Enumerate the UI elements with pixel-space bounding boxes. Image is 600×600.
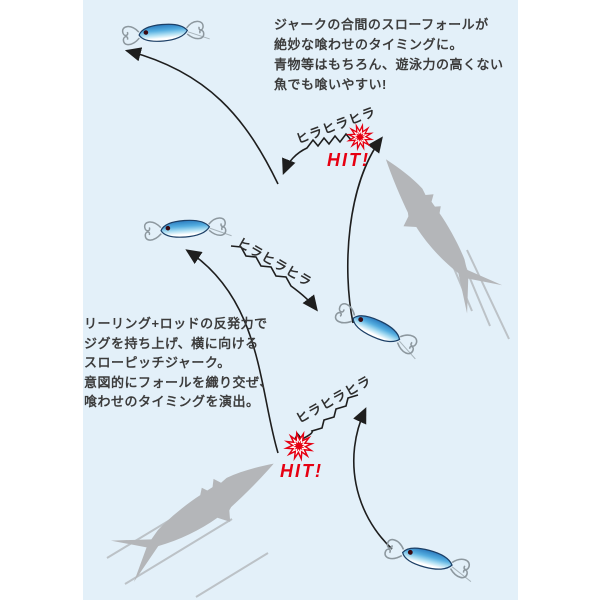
lift-arrow-middle-up xyxy=(347,136,383,324)
text-block-top-right: ジャークの合間のスローフォールが 絶妙な喰わせのタイミングに。 青物等はもちろん… xyxy=(274,15,504,95)
jig-lure-bottom-right xyxy=(382,537,478,583)
lift-arrow-mid-left xyxy=(185,249,279,454)
fish-silhouette-bottom xyxy=(108,443,288,584)
text-line: 意図的にフォールを織り交ぜ、 xyxy=(84,374,274,390)
text-line: 魚でも喰いやすい! xyxy=(274,77,387,92)
text-line: 絶妙な喰わせのタイミングに。 xyxy=(274,37,464,52)
lift-arrow-top-left xyxy=(124,47,279,185)
water-background-panel xyxy=(83,0,518,600)
flutter-fall-arrow-top xyxy=(282,132,352,175)
fish-silhouette-top xyxy=(366,146,504,315)
text-line: 青物等はもちろん、遊泳力の高くない xyxy=(274,57,504,72)
text-block-left: リーリング+ロッドの反発力で ジグを持ち上げ、横に向ける スローピッチジャーク。… xyxy=(84,314,273,412)
flutter-fall-arrow-middle xyxy=(230,245,318,312)
jig-lure-mid-left xyxy=(143,215,233,243)
text-line: リーリング+ロッドの反発力で xyxy=(84,316,268,331)
text-line: 喰わせのタイミングを演出。 xyxy=(84,394,260,409)
lift-arrow-bottom xyxy=(353,407,393,550)
text-line: スローピッチジャーク。 xyxy=(84,355,231,370)
text-line: ジャークの合間のスローフォールが xyxy=(274,17,489,32)
speed-lines-bottom xyxy=(106,518,269,598)
hit-label-top: HIT! xyxy=(327,150,370,170)
jig-lure-middle xyxy=(332,301,425,360)
text-line: ジグを持ち上げ、横に向ける xyxy=(84,335,259,351)
hit-label-bottom: HIT! xyxy=(280,461,323,481)
jig-lure-top-left xyxy=(121,18,211,48)
